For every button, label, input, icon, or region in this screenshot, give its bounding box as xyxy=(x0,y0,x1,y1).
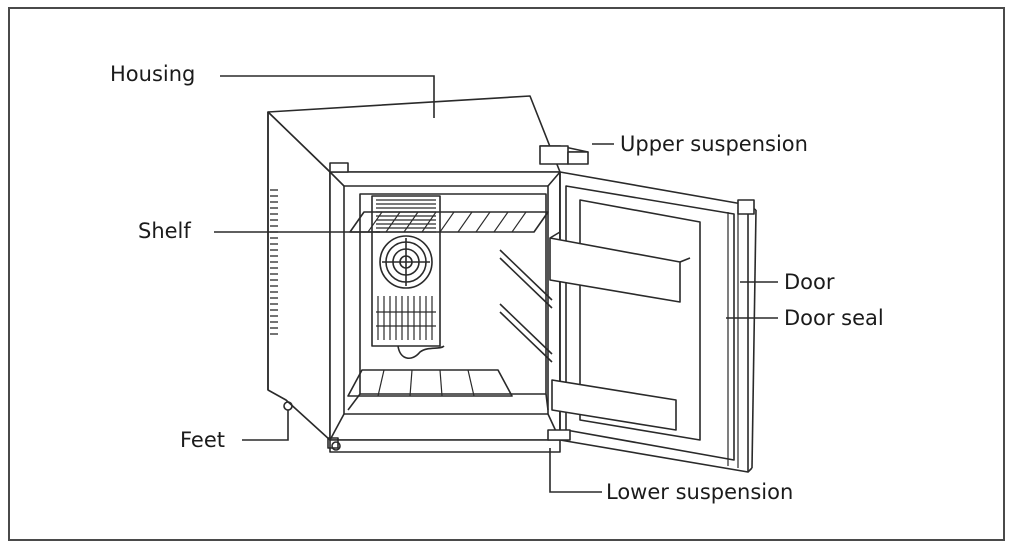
label-door-seal: Door seal xyxy=(784,306,884,330)
label-upper-suspension: Upper suspension xyxy=(620,132,808,156)
housing-leader xyxy=(220,75,435,118)
label-door: Door xyxy=(784,270,835,294)
label-lower-suspension: Lower suspension xyxy=(606,480,794,504)
label-housing: Housing xyxy=(110,62,196,86)
cabinet-interior xyxy=(347,193,549,411)
door-shape xyxy=(499,171,757,473)
shelf-shape xyxy=(349,211,549,233)
lower-hinge xyxy=(547,429,571,441)
lower-suspension-leader xyxy=(549,448,602,493)
upper-hinge xyxy=(539,145,589,165)
label-feet: Feet xyxy=(180,428,226,452)
label-shelf: Shelf xyxy=(138,219,191,243)
feet-leader xyxy=(242,410,289,441)
